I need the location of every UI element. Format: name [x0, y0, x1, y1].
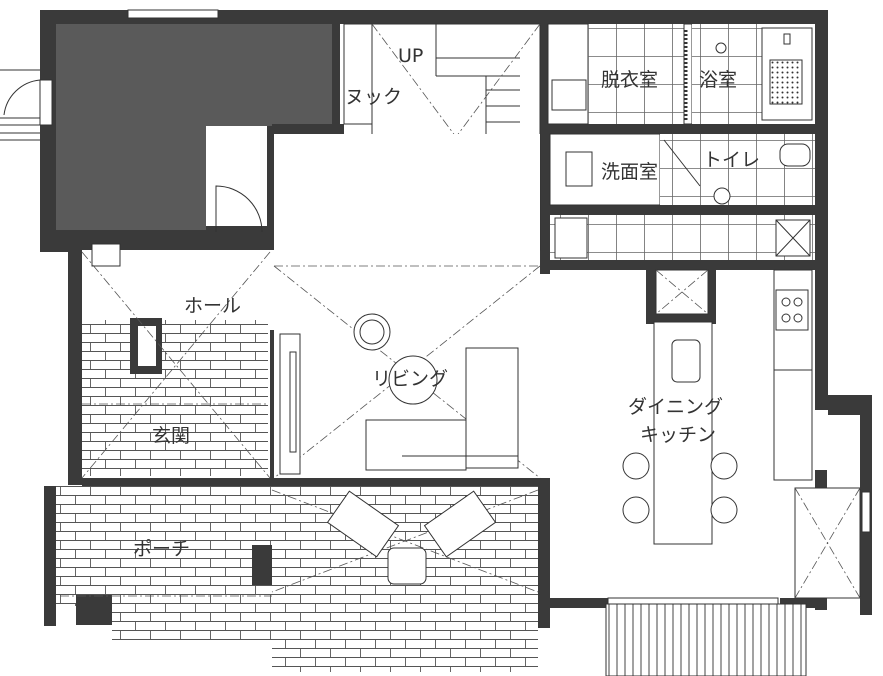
- room-label-bath: 浴室: [699, 69, 737, 91]
- room-label-nook: ヌック: [345, 86, 402, 108]
- nook-area: [343, 23, 373, 125]
- washroom-block: [549, 133, 815, 206]
- side-bay: [794, 487, 871, 599]
- garage-side-door: [0, 69, 53, 141]
- room-label-kitchen: キッチン: [640, 424, 716, 446]
- wood-deck: [605, 597, 807, 676]
- room-label-dressing: 脱衣室: [601, 69, 658, 91]
- room-label-living: リビング: [372, 368, 448, 390]
- room-label-porch: ポーチ: [133, 538, 190, 560]
- living-area: [273, 134, 541, 479]
- hall-area: [81, 243, 271, 479]
- bathroom-block: [547, 23, 813, 125]
- kitchen-dining-area: [550, 264, 815, 598]
- room-label-washroom: 洗面室: [601, 161, 658, 183]
- room-label-hall: ホール: [184, 295, 241, 317]
- utility-strip: [550, 215, 815, 260]
- garage-door-swing: [215, 185, 263, 233]
- room-label-dining: ダイニング: [628, 396, 723, 418]
- room-label-entrance: 玄関: [152, 425, 190, 447]
- porch-area: [44, 486, 539, 672]
- room-label-up: UP: [398, 45, 423, 67]
- room-label-toilet: トイレ: [703, 149, 760, 171]
